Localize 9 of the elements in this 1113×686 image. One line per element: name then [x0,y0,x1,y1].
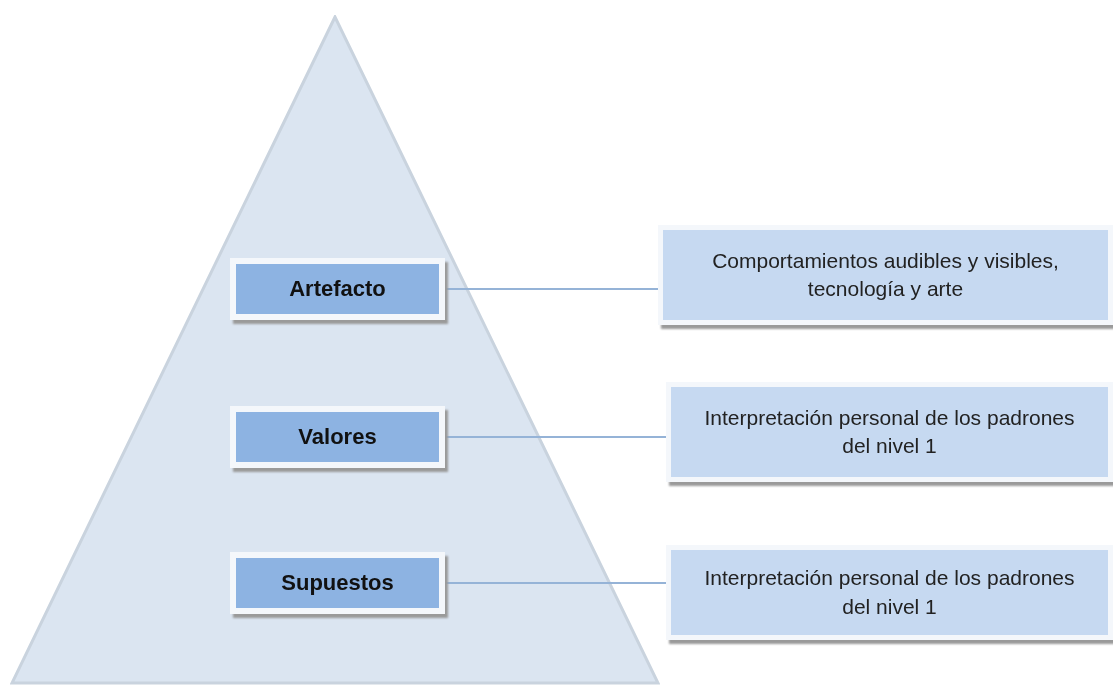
description-panel: Interpretación personal de los padrones del nivel 1 [666,382,1113,482]
connector-line [444,436,667,438]
description-panel: Interpretación personal de los padrones del nivel 1 [666,545,1113,640]
connector-line [444,288,659,290]
level-label: Artefacto [230,258,445,320]
connector-line [444,582,667,584]
description-panel: Comportamientos audibles y visibles, tecnología y arte [658,225,1113,325]
level-label: Valores [230,406,445,468]
level-label: Supuestos [230,552,445,614]
